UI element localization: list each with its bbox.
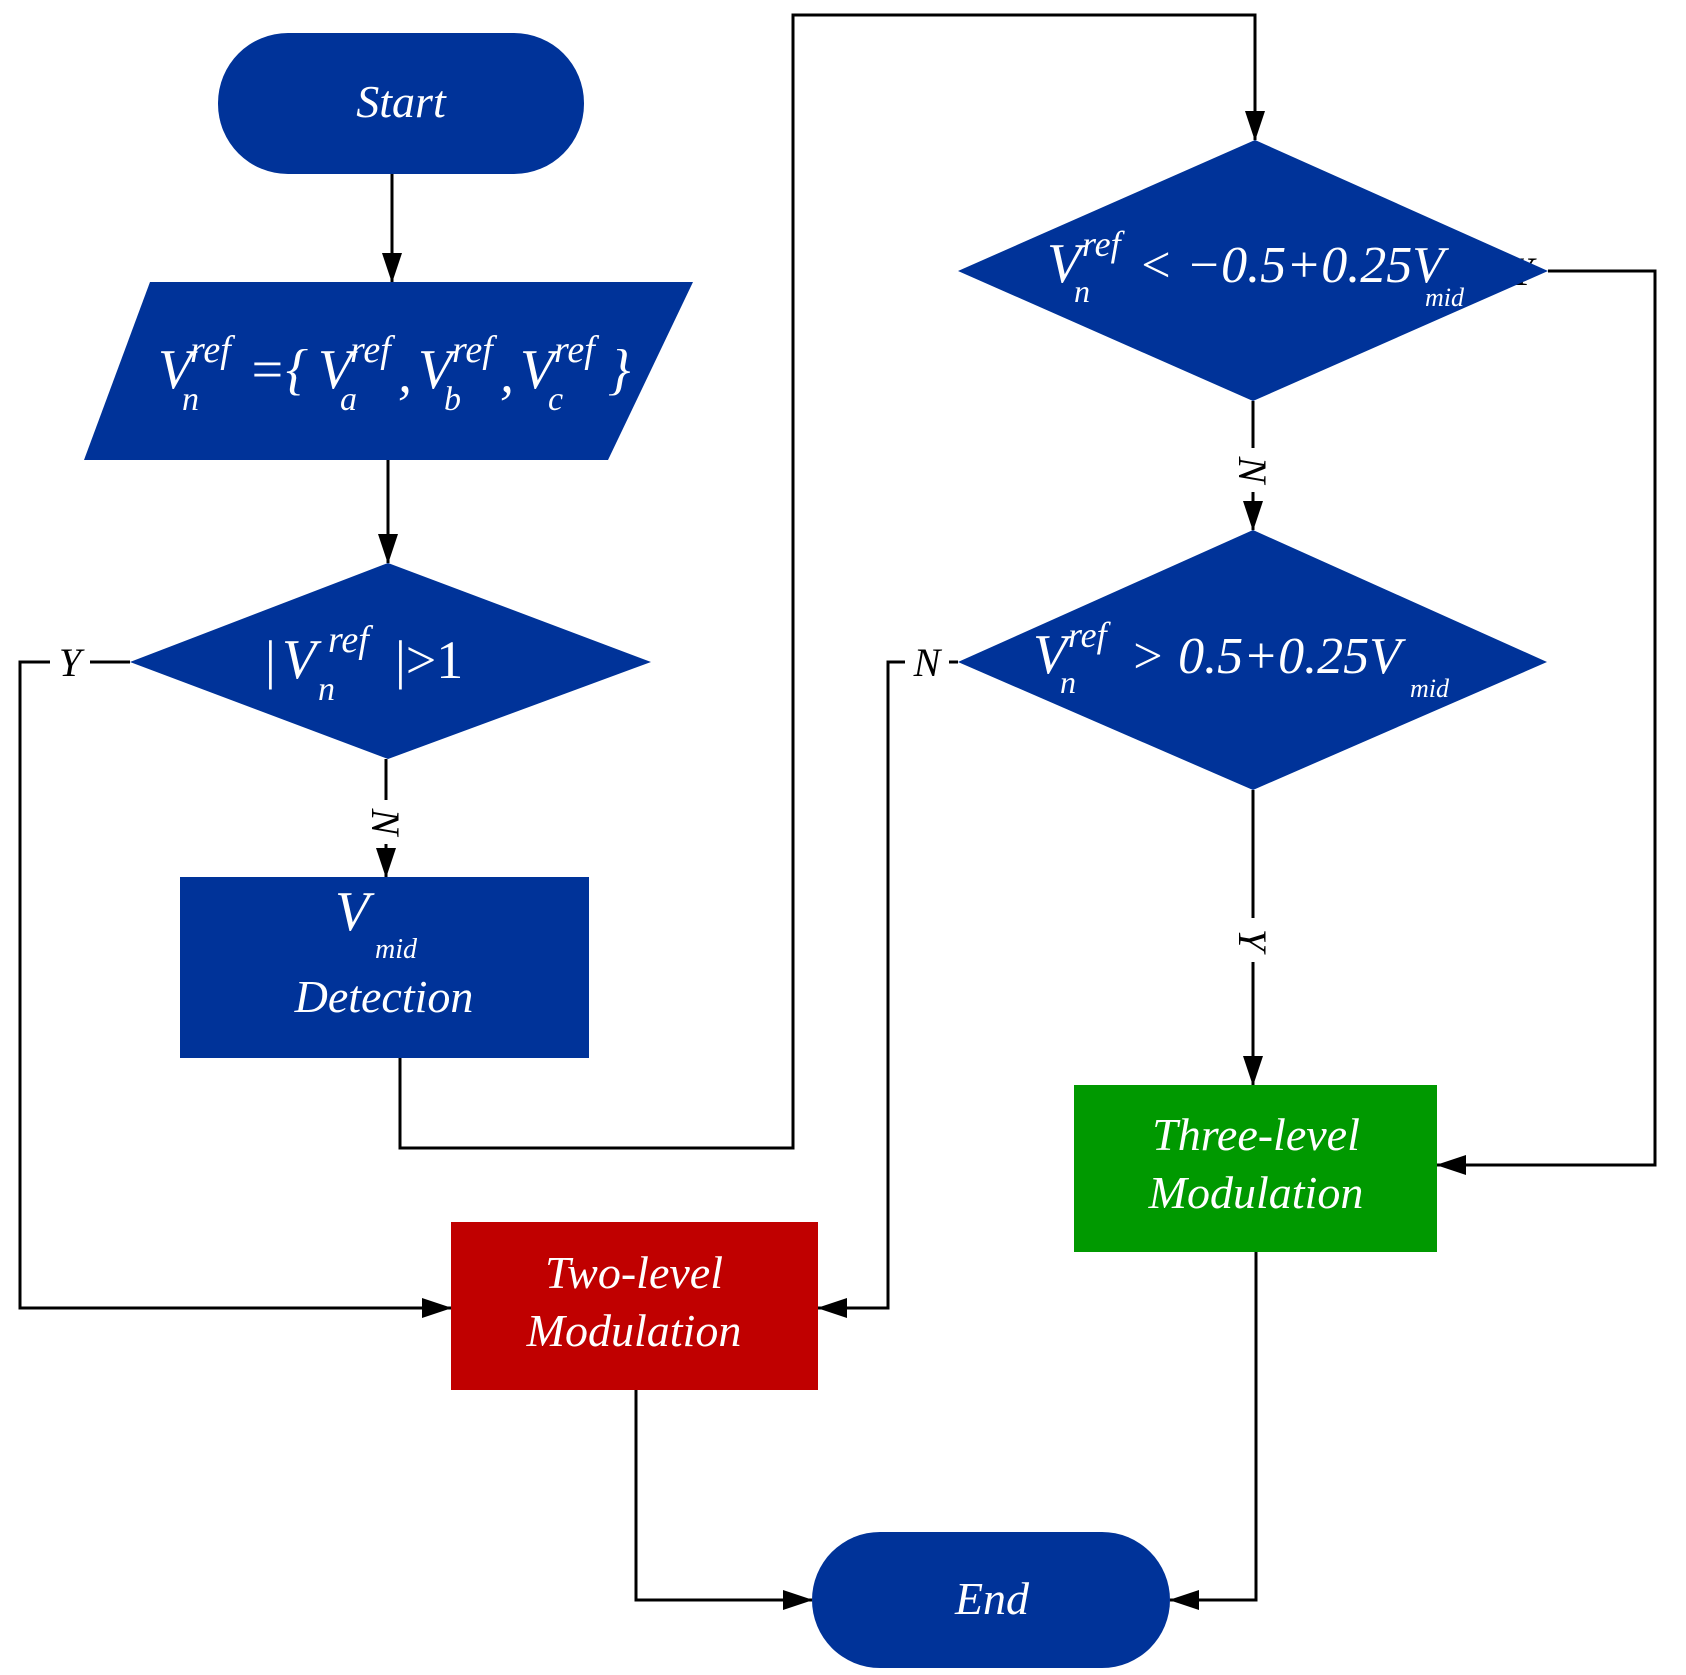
- two-level-modulation: Two-level Modulation: [451, 1222, 818, 1390]
- decision-upper-threshold: V ref n > 0.5+0.25V mid: [958, 530, 1547, 790]
- start-label: Start: [356, 76, 447, 127]
- input-a-sub: a: [340, 381, 357, 418]
- decision2-expr: < −0.5+0.25V: [1138, 237, 1449, 294]
- end-label: End: [954, 1573, 1030, 1624]
- decision3-expr: > 0.5+0.25V: [1130, 628, 1406, 685]
- decision1-bar: |: [262, 630, 277, 690]
- vmid-v: V: [335, 881, 375, 943]
- three-level-line2: Modulation: [1148, 1167, 1364, 1218]
- decision1-v: V: [282, 629, 322, 691]
- input-close: }: [608, 339, 630, 401]
- decision1-sup: ref: [328, 619, 373, 661]
- edge-decision3-no-to-two-level: [817, 660, 958, 1318]
- label-decision3-no: N: [913, 640, 943, 685]
- decision3-formula: V ref n > 0.5+0.25V mid: [1033, 615, 1450, 703]
- decision1-formula: | V ref n |>1: [262, 619, 463, 708]
- decision2-sup: ref: [1082, 224, 1126, 264]
- two-level-line2: Modulation: [526, 1305, 742, 1356]
- label-decision2-no: N: [1230, 456, 1275, 486]
- decision-lower-threshold: V ref n < −0.5+0.25V mid: [958, 140, 1548, 401]
- label-decision1-no: N: [363, 808, 408, 838]
- vmid-sub: mid: [375, 934, 418, 965]
- input-c-sub: c: [548, 381, 563, 418]
- input-comma1: ,: [398, 343, 412, 405]
- edge-three-level-to-end: [1169, 1252, 1258, 1610]
- label-decision1-yes: Y: [59, 640, 85, 685]
- decision2-formula: V ref n < −0.5+0.25V mid: [1047, 224, 1465, 312]
- input-comma2: ,: [500, 343, 514, 405]
- vmid-symbol: V mid: [335, 881, 418, 965]
- input-lhs-sub: n: [182, 381, 199, 418]
- end-terminal: End: [812, 1532, 1170, 1668]
- input-lhs-sup: ref: [190, 329, 235, 371]
- three-level-line1: Three-level: [1152, 1109, 1360, 1160]
- vmid-detection-process: V mid Detection: [180, 877, 589, 1058]
- input-reference-vector: V ref n ={ V ref a , V ref b , V ref c }: [84, 282, 693, 460]
- decision3-sup: ref: [1068, 615, 1112, 655]
- edge-vmid-to-decision2: [398, 13, 1265, 1150]
- start-terminal: Start: [218, 33, 584, 174]
- input-eq: ={: [248, 339, 308, 401]
- decision1-sub: n: [318, 671, 335, 708]
- input-formula: V ref n ={ V ref a , V ref b , V ref c }: [158, 329, 630, 418]
- two-level-line1: Two-level: [545, 1247, 723, 1298]
- input-a-sup: ref: [350, 329, 395, 371]
- vmid-detection-label: Detection: [294, 971, 474, 1022]
- decision3-sub: n: [1060, 664, 1076, 700]
- decision3-expr-sub: mid: [1410, 674, 1450, 703]
- three-level-modulation: Three-level Modulation: [1074, 1085, 1437, 1252]
- decision-magnitude-check: | V ref n |>1: [130, 563, 651, 759]
- input-b-sub: b: [444, 381, 461, 418]
- input-c-sup: ref: [554, 329, 599, 371]
- label-decision3-yes: Y: [1230, 929, 1275, 955]
- decision2-sub: n: [1074, 273, 1090, 309]
- edge-two-level-to-end: [634, 1390, 813, 1610]
- input-b-sup: ref: [452, 329, 497, 371]
- decision2-expr-sub: mid: [1425, 283, 1465, 312]
- decision1-rest: |>1: [395, 630, 463, 690]
- edge-decision2-yes-to-three-level: [1436, 269, 1657, 1175]
